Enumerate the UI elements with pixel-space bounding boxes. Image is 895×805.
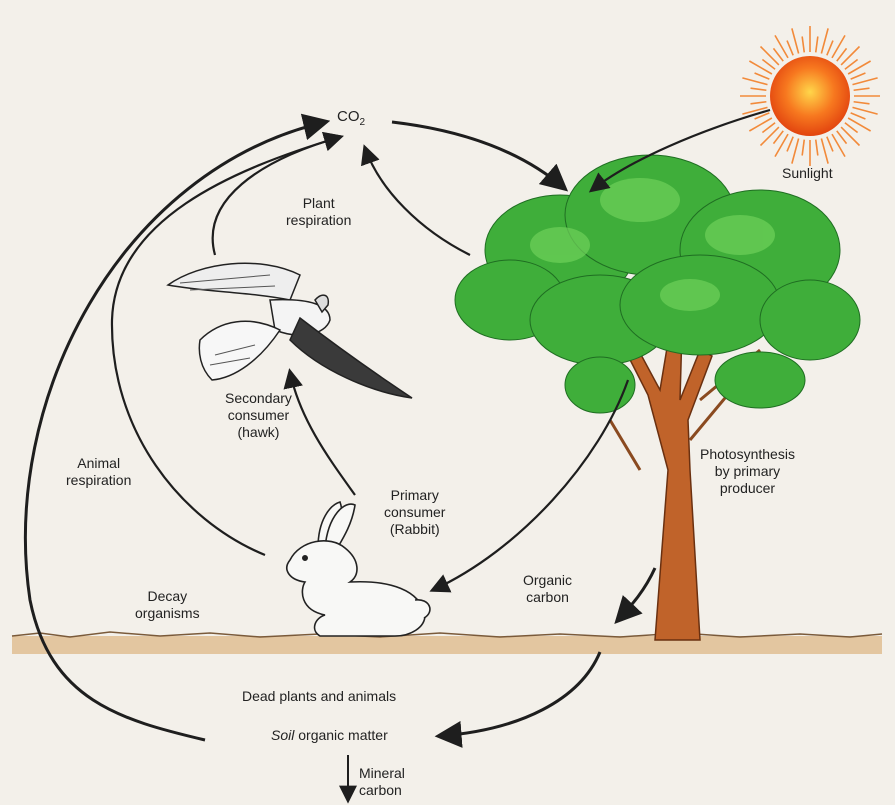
- sun-ray: [854, 102, 870, 104]
- sun-ray: [775, 134, 788, 157]
- photosynthesis-label: Photosynthesis by primary producer: [700, 446, 795, 497]
- sun-ray: [762, 123, 775, 133]
- sun-ray: [816, 37, 818, 53]
- sun-ray: [792, 28, 799, 53]
- organic-matter-word: organic matter: [298, 727, 387, 743]
- secondary-consumer-label: Secondary consumer (hawk): [225, 390, 292, 441]
- sun-ray: [761, 127, 779, 145]
- sun-ray: [755, 73, 770, 79]
- plant-respiration-label: Plant respiration: [286, 195, 351, 229]
- sun-ray: [837, 131, 847, 144]
- sun-ray: [787, 41, 793, 56]
- sun-ray: [827, 41, 833, 56]
- soil-organic-matter-label: Soil organic matter: [271, 727, 388, 744]
- sun-ray: [742, 78, 767, 85]
- sun-ray: [749, 61, 772, 74]
- sun-ray: [792, 139, 799, 164]
- dead-plants-animals-label: Dead plants and animals: [242, 688, 396, 705]
- sun-ray: [853, 78, 878, 85]
- sun-ray: [832, 35, 845, 58]
- sun-ray: [787, 137, 793, 152]
- sun-icon: [740, 26, 880, 166]
- co2-subscript: 2: [360, 117, 366, 128]
- sun-ray: [761, 47, 779, 65]
- sun-ray: [751, 88, 767, 90]
- sun-ray: [848, 61, 871, 74]
- arrow-ground-to-soil: [440, 652, 600, 736]
- mineral-carbon-label: Mineral carbon: [359, 765, 405, 799]
- sun-ray: [802, 37, 804, 53]
- organic-carbon-label: Organic carbon: [523, 572, 572, 606]
- sun-ray: [837, 48, 847, 61]
- arrow-tree-to-co2: [365, 148, 470, 255]
- sun-ray: [853, 107, 878, 114]
- arrow-co2-to-tree: [392, 122, 564, 188]
- sun-ray: [762, 59, 775, 69]
- sun-ray: [854, 88, 870, 90]
- sun-ray: [851, 113, 866, 119]
- soil-word: Soil: [271, 727, 294, 743]
- sun-ray: [841, 47, 859, 65]
- hawk-icon: [168, 263, 412, 398]
- sun-ray: [816, 140, 818, 156]
- arrow-tree-to-ground: [618, 568, 655, 620]
- decay-organisms-label: Decay organisms: [135, 588, 200, 622]
- primary-consumer-label: Primary consumer (Rabbit): [384, 487, 445, 538]
- sun-ray: [775, 35, 788, 58]
- sun-ray: [821, 139, 828, 164]
- tree-icon: [455, 155, 860, 640]
- co2-label: CO2: [337, 108, 365, 132]
- sun-ray: [773, 131, 783, 144]
- sun-ray: [749, 118, 772, 131]
- animal-respiration-label: Animal respiration: [66, 455, 131, 489]
- sun-ray: [845, 123, 858, 133]
- sun-ray: [832, 134, 845, 157]
- sunlight-label: Sunlight: [782, 165, 833, 182]
- sun-ray: [845, 59, 858, 69]
- sun-ray: [802, 140, 804, 156]
- sun-ray: [751, 102, 767, 104]
- sun-ray: [851, 73, 866, 79]
- sun-ray: [773, 48, 783, 61]
- sun-ray: [821, 28, 828, 53]
- arrow-rabbit-to-hawk: [290, 372, 355, 495]
- ground-strip: [12, 632, 882, 654]
- sun-ray: [827, 137, 833, 152]
- sun-ray: [848, 118, 871, 131]
- sun-ray: [841, 127, 859, 145]
